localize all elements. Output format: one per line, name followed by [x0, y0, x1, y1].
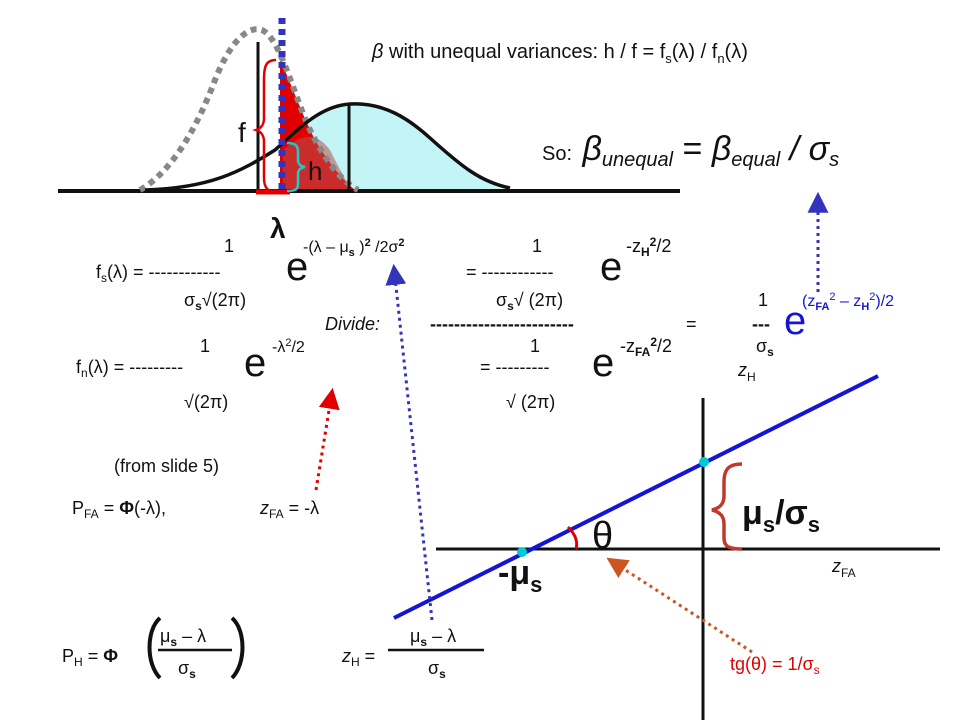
fn-rhs-numerator: 1 — [530, 336, 540, 356]
fn-rhs-eq: = --------- — [480, 357, 549, 377]
fs-exponent: -(λ – μs )2 /2σ2 — [303, 237, 405, 259]
ph-right-paren — [230, 616, 245, 680]
from-slide-note: (from slide 5) — [114, 456, 219, 476]
ph-denominator: σs — [178, 658, 196, 681]
zh-lhs: zH = — [341, 646, 375, 669]
zscore-graph: zH zFA μs/σs θ -μs tg(θ) = 1/σs — [393, 360, 940, 720]
zh-numerator: μs – λ — [410, 626, 456, 649]
fn-exponent: -λ2/2 — [272, 337, 305, 356]
slope-brace — [711, 462, 743, 551]
tangent-label: tg(θ) = 1/σs — [730, 654, 820, 677]
divide-exp-e: e — [784, 299, 806, 343]
zfa-formula: zFA = -λ — [259, 498, 319, 521]
fs-exp-e: e — [286, 245, 308, 289]
divide-result-denominator: σs — [756, 336, 774, 359]
ph-formula: PH = Φ μs – λ σs — [62, 616, 245, 681]
h-label: h — [308, 156, 322, 186]
divide-result-dash: --- — [752, 314, 770, 334]
pfa-formula: PFA = Φ(-λ), — [72, 498, 166, 521]
fs-rhs-exponent: -zH2/2 — [626, 235, 671, 259]
zh-denominator: σs — [428, 658, 446, 681]
theta-arc — [566, 525, 579, 550]
fs-rhs-numerator: 1 — [532, 236, 542, 256]
x-intercept-dot — [517, 547, 527, 557]
zh-formula: zH = μs – λ σs — [341, 626, 484, 681]
intercept-label: -μs — [498, 554, 542, 597]
fs-lhs: fs(λ) = ------------ — [96, 262, 220, 285]
f-brace — [252, 58, 277, 194]
noise-curve — [138, 26, 360, 193]
fn-denominator: √(2π) — [184, 392, 228, 412]
fs-rhs-exp-e: e — [600, 245, 622, 289]
f-label: f — [238, 117, 246, 148]
zh-axis-label: zH — [737, 360, 756, 384]
divide-row: Divide: ------------------------ = 1 ---… — [325, 290, 894, 359]
arrow-to-fn-exponent — [314, 387, 340, 491]
divide-exponent: (zFA2 – zH2)/2 — [802, 291, 894, 313]
fs-numerator: 1 — [224, 236, 234, 256]
fn-rhs-denominator: √ (2π) — [506, 392, 555, 412]
arrow-to-fs-exponent — [385, 263, 434, 621]
divide-result-numerator: 1 — [758, 290, 768, 310]
fn-numerator: 1 — [200, 336, 210, 356]
overlap-fill — [283, 136, 352, 190]
ph-lhs: PH = Φ — [62, 646, 118, 669]
slide-title: β with unequal variances: h / f = fs(λ) … — [371, 41, 748, 66]
zfa-axis-label: zFA — [831, 556, 856, 580]
lambda-label: λ — [270, 213, 286, 244]
ph-numerator: μs – λ — [160, 626, 206, 649]
slope-label: μs/σs — [742, 494, 820, 537]
fn-exp-e: e — [244, 341, 266, 385]
fn-equation: 1 fn(λ) = --------- √(2π) e -λ2/2 1 = --… — [76, 335, 672, 412]
conclusion-formula: So: βunequal = βequal / σs — [542, 130, 839, 171]
divide-equals: = — [686, 314, 697, 334]
divide-dashes: ------------------------ — [430, 314, 574, 334]
y-intercept-dot — [699, 457, 709, 467]
distribution-figure: f h λ — [58, 18, 680, 244]
fs-rhs-eq: = ------------ — [466, 262, 553, 282]
fs-denominator: σs√(2π) — [184, 290, 246, 313]
fs-equation: 1 fs(λ) = ------------ σs√(2π) e -(λ – μ… — [96, 235, 671, 313]
fn-rhs-exp-e: e — [592, 341, 614, 385]
regression-line — [393, 374, 879, 620]
ph-left-paren — [147, 616, 162, 680]
divide-label: Divide: — [325, 314, 380, 334]
theta-label: θ — [592, 515, 613, 557]
fn-rhs-exponent: -zFA2/2 — [620, 335, 672, 359]
arrow-to-theta — [606, 557, 753, 654]
fn-lhs: fn(λ) = --------- — [76, 357, 183, 380]
h-brace — [286, 141, 306, 193]
fs-rhs-denominator: σs√ (2π) — [496, 290, 563, 313]
